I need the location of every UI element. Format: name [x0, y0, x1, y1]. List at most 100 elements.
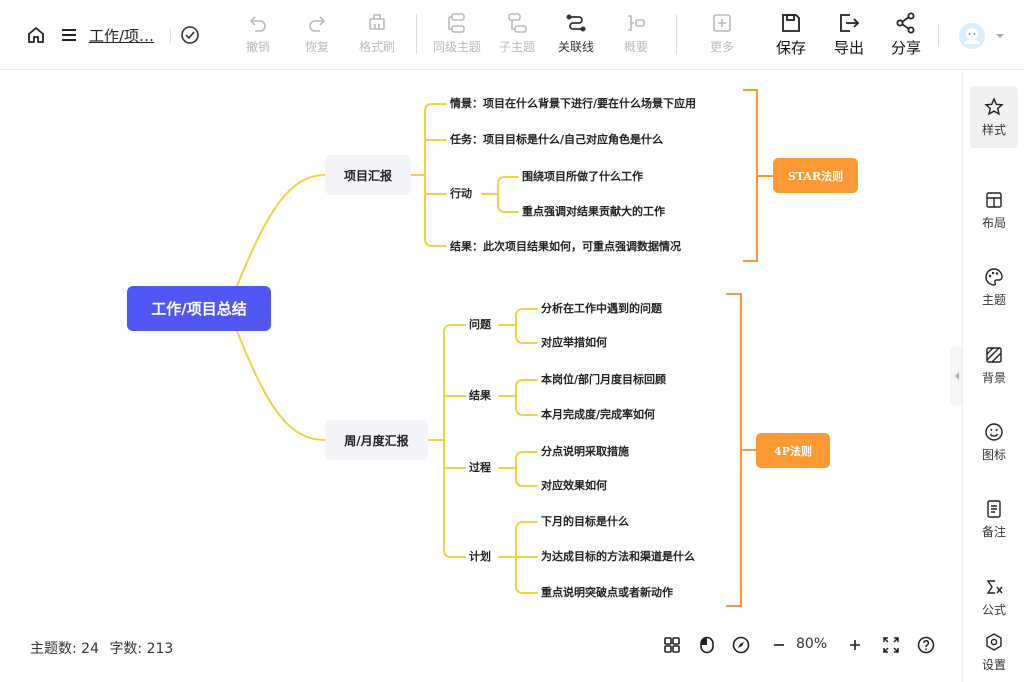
topic-item[interactable]: 下月的目标是什么	[541, 515, 629, 528]
sibling-topic-label: 同级主题	[432, 40, 481, 54]
locate-button[interactable]	[731, 633, 751, 657]
user-avatar[interactable]	[958, 22, 986, 50]
sidebar-item-formula[interactable]: 公式	[970, 566, 1018, 628]
summary-button[interactable]: 概要	[606, 12, 666, 55]
topic-item[interactable]: 本岗位/部门月度目标回顾	[541, 373, 667, 386]
more-button[interactable]: 更多	[692, 12, 752, 55]
sidebar-item-layout[interactable]: 布局	[970, 179, 1018, 241]
topic-result[interactable]: 结果：此次项目结果如何，可重点强调数据情况	[450, 240, 681, 253]
sidebar-item-label: 图标	[981, 447, 1006, 462]
summary-icon	[628, 15, 645, 31]
topic-group-process[interactable]: 过程	[469, 461, 491, 474]
sidebar-item-style[interactable]: 样式	[970, 86, 1018, 148]
redo-button[interactable]: 恢复	[287, 12, 347, 55]
topic-count: 主题数: 24	[30, 641, 99, 657]
mouse-mode-button[interactable]	[697, 633, 717, 657]
share-icon	[896, 12, 915, 34]
divider	[676, 14, 677, 54]
summary-4p[interactable]: 4P法则	[756, 433, 830, 468]
redo-icon	[309, 16, 326, 32]
fullscreen-button[interactable]	[881, 633, 901, 657]
zoom-in-button[interactable]	[846, 633, 864, 657]
undo-icon	[249, 16, 266, 32]
relation-line-icon	[566, 14, 586, 32]
share-button[interactable]: 分享	[876, 12, 936, 58]
topic-item[interactable]: 对应效果如何	[541, 479, 607, 492]
home-icon[interactable]	[26, 25, 46, 45]
status-bar: 主题数: 24 字数: 213	[30, 638, 179, 658]
note-icon	[987, 499, 1001, 518]
sidebar-item-background[interactable]: 背景	[970, 334, 1018, 396]
divider	[170, 29, 171, 43]
help-button[interactable]	[916, 633, 936, 657]
compass-icon	[732, 636, 750, 654]
brush-icon	[369, 14, 385, 30]
child-topic-button[interactable]: 子主题	[487, 12, 547, 55]
undo-button[interactable]: 撤销	[228, 12, 288, 55]
background-icon	[986, 346, 1002, 363]
palette-icon	[985, 267, 1003, 286]
child-topic-label: 子主题	[498, 40, 535, 54]
sidebar-item-label: 设置	[981, 657, 1006, 672]
relation-line-label: 关联线	[557, 40, 594, 54]
topic-item[interactable]: 分析在工作中遇到的问题	[541, 302, 662, 315]
child-topic-icon	[508, 13, 527, 33]
sibling-topic-button[interactable]: 同级主题	[427, 12, 487, 55]
share-label: 分享	[890, 39, 921, 57]
topic-action[interactable]: 行动	[450, 187, 472, 200]
relation-line-button[interactable]: 关联线	[546, 12, 606, 55]
topic-periodic-report[interactable]: 周/月度汇报	[325, 420, 428, 460]
topic-project-report[interactable]: 项目汇报	[325, 155, 411, 195]
topic-group-result[interactable]: 结果	[469, 389, 491, 402]
undo-label: 撤销	[245, 40, 270, 54]
saved-check-icon	[180, 25, 200, 45]
document-title[interactable]: 工作/项…	[89, 27, 155, 45]
divider	[938, 24, 939, 46]
sidebar-item-label: 主题	[981, 292, 1006, 307]
toolbar: 工作/项… 撤销 恢复 格式刷 同级主题 子主题 关联线	[0, 0, 1024, 70]
star-icon	[984, 96, 1004, 115]
sidebar-item-label: 布局	[981, 215, 1006, 230]
topic-item[interactable]: 分点说明采取措施	[541, 445, 629, 458]
outline-view-button[interactable]	[662, 633, 682, 657]
sidebar-item-label: 公式	[981, 602, 1006, 617]
topic-group-problem[interactable]: 问题	[469, 318, 491, 331]
layout-icon	[986, 191, 1002, 208]
export-button[interactable]: 导出	[819, 12, 879, 58]
topic-task[interactable]: 任务：项目目标是什么/自己对应角色是什么	[450, 133, 664, 146]
chevron-left-icon	[955, 372, 959, 380]
sidebar-item-settings[interactable]: 设置	[970, 621, 1018, 682]
plus-icon	[850, 640, 860, 650]
topic-group-plan[interactable]: 计划	[469, 550, 491, 563]
mouse-icon	[700, 636, 714, 654]
sidebar-item-icon[interactable]: 图标	[970, 411, 1018, 473]
save-label: 保存	[775, 39, 806, 57]
format-painter-button[interactable]: 格式刷	[347, 12, 407, 55]
zoom-level: 80%	[796, 636, 828, 652]
export-icon	[840, 14, 860, 32]
sidebar-item-label: 背景	[981, 370, 1006, 385]
topic-item[interactable]: 重点说明突破点或者新动作	[541, 586, 673, 599]
panel-collapse-handle[interactable]	[950, 346, 964, 406]
topic-situation[interactable]: 情景：项目在什么背景下进行/要在什么场景下应用	[450, 97, 697, 110]
topic-action-detail[interactable]: 重点强调对结果贡献大的工作	[522, 205, 665, 218]
summary-star[interactable]: STAR法则	[773, 158, 858, 193]
grid-icon	[664, 637, 680, 653]
settings-icon	[986, 632, 1002, 651]
root-topic[interactable]: 工作/项目总结	[127, 286, 271, 331]
mindmap-canvas[interactable]: 工作/项目总结 项目汇报 情景：项目在什么背景下进行/要在什么场景下应用 任务：…	[0, 71, 962, 682]
more-label: 更多	[709, 40, 734, 54]
chevron-down-icon[interactable]	[994, 30, 1006, 42]
sidebar-item-note[interactable]: 备注	[970, 488, 1018, 550]
topic-action-detail[interactable]: 围绕项目所做了什么工作	[522, 170, 643, 183]
divider	[416, 14, 417, 54]
topic-item[interactable]: 为达成目标的方法和渠道是什么	[541, 550, 695, 563]
topic-item[interactable]: 对应举措如何	[541, 336, 607, 349]
menu-icon[interactable]	[60, 26, 78, 44]
save-button[interactable]: 保存	[761, 12, 821, 58]
zoom-out-button[interactable]	[770, 633, 788, 657]
sidebar-item-theme[interactable]: 主题	[970, 256, 1018, 318]
topic-item[interactable]: 本月完成度/完成率如何	[541, 408, 656, 421]
word-count: 字数: 213	[109, 641, 174, 657]
